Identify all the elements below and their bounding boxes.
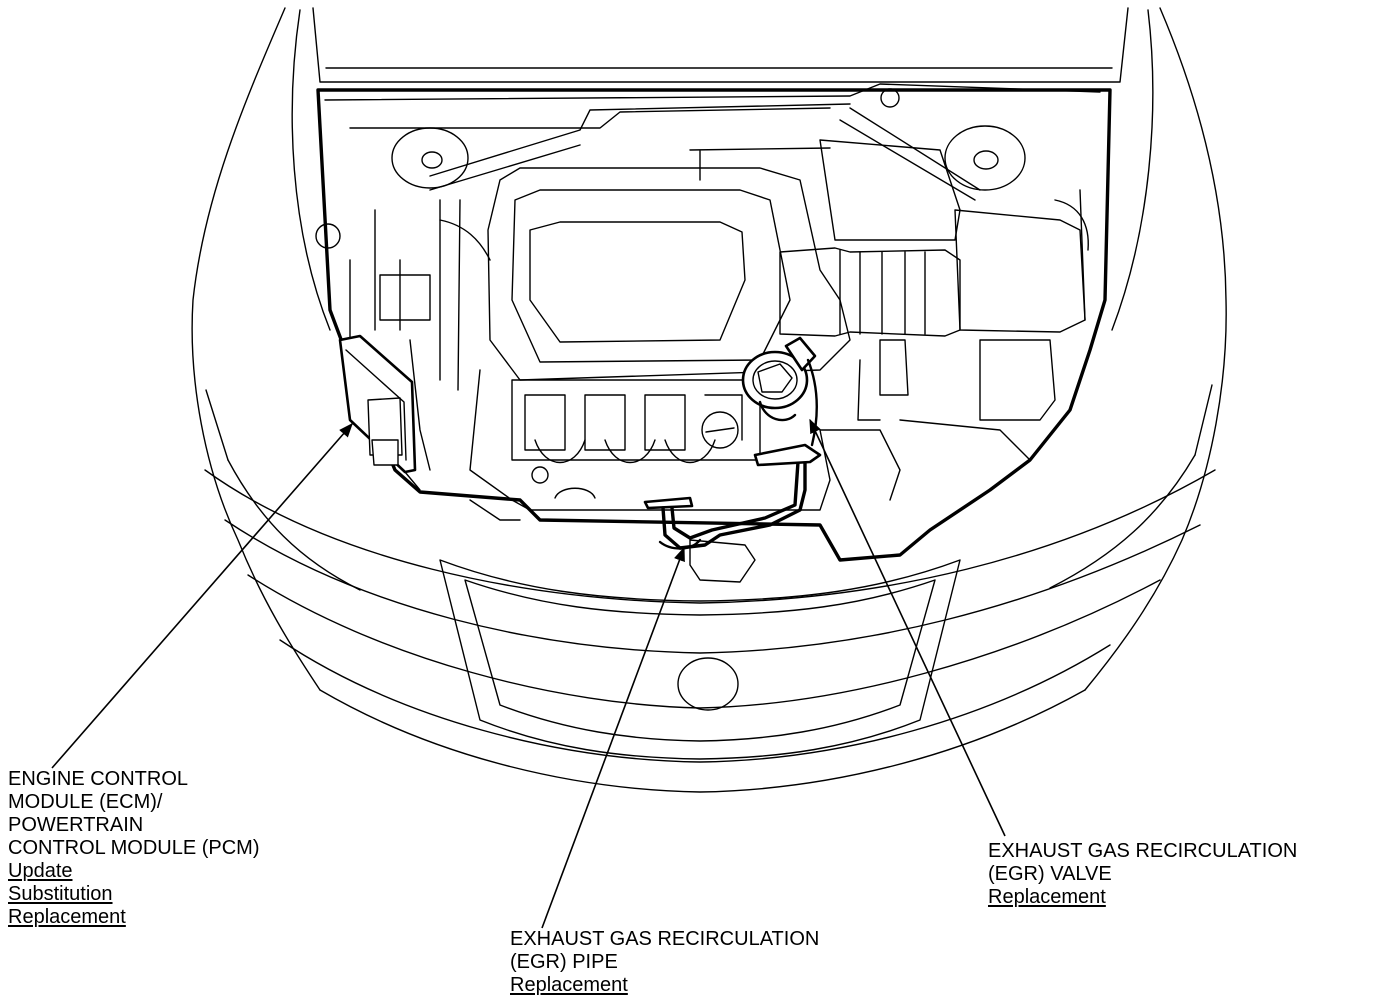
egr-pipe-label-line-1: EXHAUST GAS RECIRCULATION: [510, 928, 820, 950]
egr-pipe-callout: EXHAUST GAS RECIRCULATION (EGR) PIPE Rep…: [510, 928, 819, 997]
egr-valve-label-line-2: (EGR) VALVE: [988, 863, 1112, 885]
engine-assembly: [349, 139, 1089, 521]
ecm-label-line-2: MODULE (ECM)/: [8, 791, 163, 813]
engine-bay-frame: [315, 83, 1112, 562]
egr-pipe: [643, 443, 822, 583]
egr-valve-label-line-1: EXHAUST GAS RECIRCULATION: [988, 840, 1298, 862]
ecm-update-link[interactable]: Update: [8, 860, 73, 882]
egr-valve-leader-line: [809, 418, 1006, 837]
ecm-label-line-4: CONTROL MODULE (PCM): [8, 837, 260, 859]
leader-lines: [51, 418, 1006, 929]
egr-valve-replacement-link[interactable]: Replacement: [988, 886, 1106, 908]
ecm-replacement-link[interactable]: Replacement: [8, 906, 126, 928]
ecm-pcm-unit: [338, 334, 421, 491]
egr-pipe-replacement-link[interactable]: Replacement: [510, 974, 628, 996]
egr-pipe-leader-line: [541, 546, 685, 929]
egr-pipe-label-line-2: (EGR) PIPE: [510, 951, 618, 973]
ecm-substitution-link[interactable]: Substitution: [8, 883, 113, 905]
ecm-label-line-3: POWERTRAIN: [8, 814, 144, 836]
egr-valve: [741, 336, 818, 447]
ecm-label-line-1: ENGINE CONTROL: [8, 768, 189, 790]
ecm-leader-line: [51, 422, 353, 769]
egr-valve-callout: EXHAUST GAS RECIRCULATION (EGR) VALVE Re…: [988, 840, 1297, 909]
ecm-pcm-callout: ENGINE CONTROL MODULE (ECM)/ POWERTRAIN …: [8, 768, 259, 929]
car-body: [191, 7, 1227, 793]
